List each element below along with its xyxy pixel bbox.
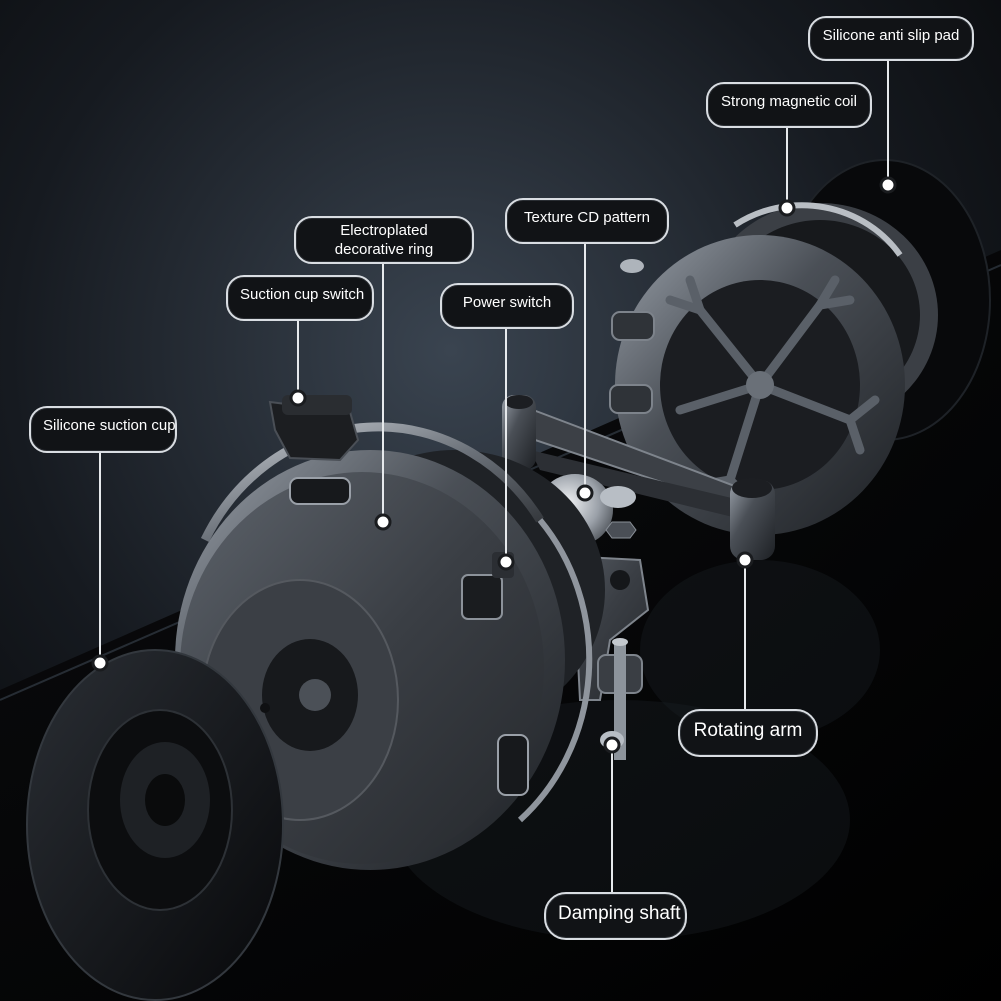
label-text-line-2: decorative ring bbox=[334, 241, 434, 258]
silicone-suction-cup-part bbox=[26, 649, 284, 1001]
callout-silicone-anti-slip-pad: Silicone anti slip pad bbox=[808, 16, 974, 61]
callout-rotating-arm: Rotating arm bbox=[678, 709, 818, 757]
label-text: Silicone suction cup bbox=[43, 417, 176, 434]
label-text: Suction cup switch bbox=[240, 286, 365, 303]
label-text: Texture CD pattern bbox=[524, 209, 650, 226]
magnetic-plate bbox=[609, 235, 905, 535]
callout-dots bbox=[91, 176, 897, 754]
callout-electroplated-decorative-ring: Electroplated decorative ring bbox=[294, 216, 474, 264]
callout-texture-cd-pattern: Texture CD pattern bbox=[505, 198, 669, 244]
callout-suction-cup-switch: Suction cup switch bbox=[226, 275, 374, 321]
callout-power-switch: Power switch bbox=[440, 283, 574, 329]
label-text: Rotating arm bbox=[693, 720, 803, 741]
callout-silicone-suction-cup: Silicone suction cup bbox=[29, 406, 177, 453]
rotating-arm-part bbox=[502, 395, 775, 560]
callout-strong-magnetic-coil: Strong magnetic coil bbox=[706, 82, 872, 128]
label-text-line-1: Electroplated bbox=[340, 222, 428, 239]
label-text: Power switch bbox=[462, 294, 552, 311]
callout-damping-shaft: Damping shaft bbox=[544, 892, 687, 940]
label-text: Strong magnetic coil bbox=[721, 93, 857, 110]
label-text: Silicone anti slip pad bbox=[822, 27, 960, 44]
leader-lines bbox=[99, 60, 889, 893]
label-text: Damping shaft bbox=[558, 903, 681, 924]
